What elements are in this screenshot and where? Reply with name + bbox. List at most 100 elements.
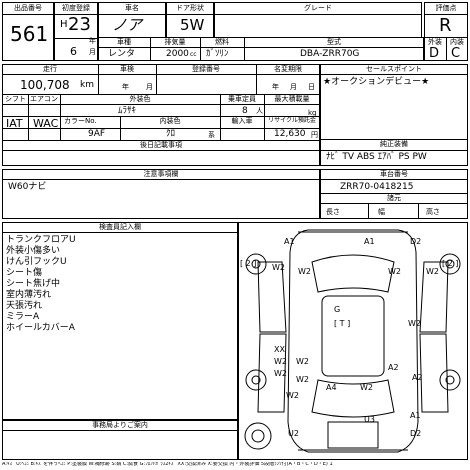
int-color: ｸﾛ (166, 129, 176, 139)
model: DBA-ZRR70G (300, 49, 360, 59)
mark: W2 (360, 383, 373, 392)
import-label: 輸入車 (231, 117, 253, 125)
shift: IAT (6, 117, 23, 130)
lot-box (2, 2, 54, 61)
dimensions-label: 諸元 (387, 194, 401, 202)
mark: W2 (408, 319, 421, 328)
notice-label: 注意事項欄 (143, 170, 179, 178)
info-block (2, 64, 320, 166)
sales-point-text: ★オークションデビュー★ (323, 77, 430, 87)
t-mark: [ T ] (334, 319, 350, 328)
cc-unit: cc (190, 51, 197, 58)
vehicle-type: レンタ (108, 49, 136, 59)
bracket-left: [ 2 ] (240, 259, 256, 268)
recycle-label: リサイクル預託金 (268, 117, 316, 124)
spec-row (98, 37, 424, 61)
inspection-month: 月 (146, 83, 153, 91)
int-label: 内装 (450, 38, 464, 46)
notice-box (2, 169, 320, 219)
doors: 5W (180, 16, 205, 34)
inspector-line: シート焦げ中 (6, 279, 61, 289)
inspector-line: トランクフロアU (6, 235, 76, 245)
notes-label: 後日記載事項 (140, 141, 182, 149)
month-suffix: 月 (89, 48, 96, 56)
dim-length: 長さ (326, 208, 340, 216)
legend: A:ｷｽﾞ U:ﾍｺﾐ B:ｷｽﾞを伴うﾍｺﾐ P:塗装膜 W:補修跡 S:錆 … (2, 462, 333, 467)
fuel-label: 燃料 (215, 38, 229, 46)
chassis-box (320, 169, 468, 219)
mark: D2 (410, 237, 421, 246)
ext-score: D (429, 46, 440, 61)
inspector-lines: トランクフロアU 外装小傷多い けん引フックU シート傷 シート焦げ中 室内薄汚… (6, 235, 76, 334)
mark: G (334, 305, 340, 314)
registration-box (54, 2, 98, 61)
mark: A1 (364, 237, 375, 246)
mark: W2 (296, 375, 309, 384)
dim-width: 幅 (378, 208, 385, 216)
displacement: 2000 (166, 49, 189, 59)
mark: U3 (364, 415, 375, 424)
options-box (320, 139, 468, 166)
color-label: 外装色 (129, 95, 151, 103)
mark: W2 (272, 263, 285, 272)
options-text: ﾅﾋﾞ TV ABS ｴｱﾊﾞ PS PW (326, 152, 427, 162)
inspection-label: 車検 (120, 65, 134, 73)
score: R (439, 15, 452, 36)
grade-label: グレード (304, 4, 332, 12)
load-unit: kg (308, 109, 317, 117)
seal-month: 月 (290, 83, 297, 91)
seal-label: 名変期限 (274, 65, 302, 73)
displacement-label: 排気量 (164, 38, 186, 46)
mark: W2 (388, 267, 401, 276)
int-color-label: 内装色 (159, 117, 181, 125)
color-no: 9AF (88, 129, 106, 139)
mark: U2 (288, 429, 299, 438)
int-score: C (451, 46, 461, 61)
inspector-line: ミラーA (6, 312, 40, 322)
inspector-line: ホイールカバーA (6, 323, 75, 333)
capacity: 8 (242, 106, 248, 116)
color: ﾑﾗｻｷ (118, 106, 137, 116)
ac: WAC (33, 117, 59, 130)
bracket-right: [ 2 ] (442, 259, 458, 268)
model-label: 型式 (327, 38, 341, 46)
registration-label: 初度登録 (62, 4, 90, 12)
doors-box (166, 2, 214, 38)
inspector-line: 天張汚れ (6, 301, 43, 311)
capacity-label: 乗車定員 (228, 95, 256, 103)
office-box (2, 420, 238, 460)
recycle: 12,630 (274, 129, 306, 139)
inspector-line: けん引フックU (6, 257, 67, 267)
doors-label: ドア形状 (176, 4, 204, 12)
mark: A1 (410, 411, 421, 420)
inspector-label: 検査員記入欄 (99, 223, 141, 231)
mark: A4 (326, 383, 337, 392)
car-name-label: 車名 (125, 4, 139, 12)
inspector-line: 室内薄汚れ (6, 290, 52, 300)
car-diagram: A1 A1 D2 W2 W2 W2 W2 G W2 XX W2 W2 A2 A2… (240, 229, 461, 453)
inspector-line: シート傷 (6, 268, 43, 278)
mark: W2 (274, 369, 287, 378)
seal-day: 日 (308, 83, 315, 91)
damage-marks: A1 A1 D2 W2 W2 W2 W2 G W2 XX W2 W2 A2 A2… (240, 237, 458, 438)
mark: A1 (284, 237, 295, 246)
inspector-box (2, 222, 238, 420)
seal-year: 年 (272, 83, 279, 91)
score-label: 評価点 (435, 4, 457, 12)
yen: 円 (311, 131, 318, 139)
color-no-label: カラーNo. (64, 117, 97, 125)
mark: D2 (410, 429, 421, 438)
shift-label: シフト (5, 95, 26, 103)
mark: A2 (388, 363, 399, 372)
mark: XX (274, 345, 285, 354)
mark: A2 (412, 373, 423, 382)
chassis-number: ZRR70-0418215 (340, 182, 414, 192)
notice-text: W60ナビ (8, 182, 47, 192)
fuel: ｶﾞｿﾘﾝ (206, 49, 229, 59)
chassis-label: 車台番号 (380, 170, 408, 178)
car-name: ノア (112, 16, 143, 34)
mark: W2 (426, 267, 439, 276)
mark: W2 (274, 357, 287, 366)
registration-month: 6 (70, 45, 77, 58)
office-label: 事務局よりご案内 (92, 421, 148, 429)
